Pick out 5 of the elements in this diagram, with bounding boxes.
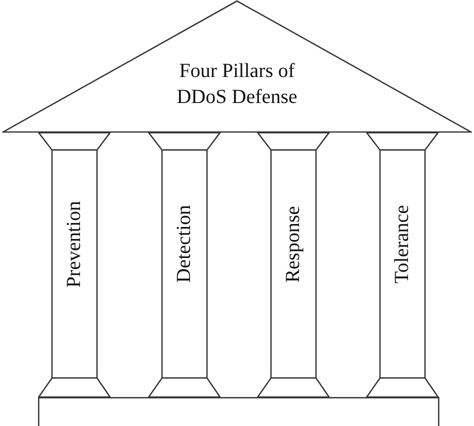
pillar-label: Detection bbox=[173, 205, 196, 283]
pillar-label: Tolerance bbox=[391, 204, 414, 284]
roof-title: Four Pillars of DDoS Defense bbox=[176, 59, 298, 110]
pillar-label: Prevention bbox=[63, 200, 86, 288]
pillar-label: Response bbox=[282, 206, 305, 282]
